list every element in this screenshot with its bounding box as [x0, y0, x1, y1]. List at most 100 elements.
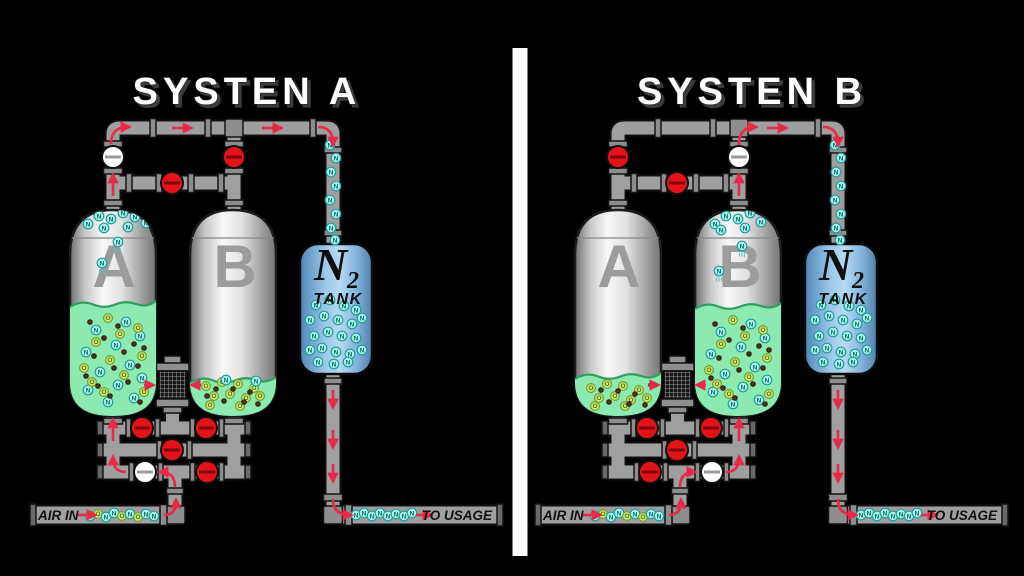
nitrogen-letter: N: [899, 511, 904, 518]
valve-row3-left[interactable]: [133, 460, 157, 484]
valve-crossover[interactable]: [160, 171, 184, 195]
oxygen-letter: O: [596, 395, 601, 402]
impurity-dot: [247, 389, 253, 395]
nitrogen-letter: N: [329, 225, 334, 232]
nitrogen-molecule: [112, 236, 124, 248]
nitrogen-letter: N: [144, 511, 149, 518]
nitrogen-molecule: [830, 222, 842, 234]
valve-row1-left[interactable]: [635, 416, 659, 440]
nitrogen-letter: N: [833, 197, 838, 204]
valve-row3-left[interactable]: [638, 460, 662, 484]
valve-top-left[interactable]: [101, 145, 125, 169]
valve-top-left[interactable]: [606, 145, 630, 169]
nitrogen-letter: N: [719, 227, 724, 234]
valve-row1-right[interactable]: [194, 416, 218, 440]
valve-row1-right[interactable]: [699, 416, 723, 440]
impurity-dot: [766, 347, 772, 353]
nitrogen-letter: N: [839, 155, 844, 162]
oxygen-molecule: [764, 389, 775, 400]
oxygen-letter: O: [141, 389, 146, 396]
nitrogen-letter: N: [140, 375, 145, 382]
impurity-dot: [141, 345, 147, 351]
oxygen-molecule: [704, 365, 715, 376]
nitrogen-letter: N: [316, 359, 321, 366]
oxygen-molecule: [617, 381, 628, 392]
impurity-dot: [87, 319, 93, 325]
nitrogen-molecule: [713, 265, 725, 277]
oxygen-molecule: [730, 357, 741, 368]
oxygen-letter: O: [117, 331, 122, 338]
nitrogen-letter: N: [819, 302, 824, 309]
nitrogen-molecule: [736, 240, 748, 252]
nitrogen-molecule: [350, 332, 362, 344]
nitrogen-molecule: [350, 304, 362, 316]
oxygen-letter: O: [718, 341, 723, 348]
nitrogen-letter: N: [128, 362, 133, 369]
oxygen-molecule: [744, 372, 755, 383]
impurity-dot: [615, 388, 621, 394]
nitrogen-letter: N: [633, 511, 638, 518]
nitrogen-molecule: [861, 312, 873, 324]
valve-top-right[interactable]: [727, 145, 751, 169]
oxygen-molecule: [601, 379, 612, 390]
n2-subscript: 2: [851, 268, 864, 294]
nitrogen-molecule: [328, 358, 340, 370]
oxygen-letter: O: [730, 317, 735, 324]
valve-row1-left[interactable]: [130, 416, 154, 440]
nitrogen-letter: N: [859, 307, 864, 314]
nitrogen-molecule: [809, 314, 821, 326]
impurity-dot: [121, 349, 127, 355]
valve-crossover[interactable]: [665, 171, 689, 195]
valve-row3-right[interactable]: [195, 460, 219, 484]
n2-subscript: 2: [346, 268, 359, 294]
nitrogen-letter: N: [138, 333, 143, 340]
nitrogen-letter: N: [817, 333, 822, 340]
valve-row2-center[interactable]: [665, 438, 689, 462]
nitrogen-letter: N: [838, 237, 843, 244]
impurity-dot: [131, 341, 137, 347]
valve-row3-right[interactable]: [700, 460, 724, 484]
nitrogen-letter: N: [711, 389, 716, 396]
nitrogen-molecule: [316, 342, 328, 354]
nitrogen-letter: N: [109, 216, 114, 223]
impurity-dot: [712, 321, 718, 327]
oxygen-letter: O: [624, 513, 629, 520]
oxygen-letter: O: [636, 387, 641, 394]
nitrogen-letter: N: [915, 510, 920, 517]
system-a-title: SYSTEN A: [133, 71, 362, 113]
oxygen-molecule: [118, 370, 129, 381]
oxygen-letter: O: [257, 393, 262, 400]
nitrogen-molecule: [96, 257, 108, 269]
valve-top-right[interactable]: [222, 145, 246, 169]
impurity-dot: [716, 355, 722, 361]
n2-symbol: N: [818, 239, 854, 290]
nitrogen-letter: N: [859, 335, 864, 342]
nitrogen-letter: N: [723, 371, 728, 378]
oxygen-molecule: [762, 353, 773, 364]
oxygen-letter: O: [135, 514, 140, 521]
oxygen-letter: O: [105, 315, 110, 322]
nitrogen-letter: N: [346, 359, 351, 366]
impurity-dot: [746, 351, 752, 357]
oxygen-letter: O: [89, 379, 94, 386]
oxygen-letter: O: [644, 395, 649, 402]
nitrogen-molecule: [112, 379, 124, 391]
nitrogen-letter: N: [100, 260, 105, 267]
nitrogen-letter: N: [98, 369, 103, 376]
nitrogen-letter: N: [354, 335, 359, 342]
nitrogen-molecule: [835, 180, 847, 192]
oxygen-molecule: [233, 379, 244, 390]
nitrogen-letter: N: [152, 513, 157, 520]
oxygen-molecule: [716, 339, 727, 350]
nitrogen-letter: N: [736, 216, 741, 223]
oxygen-molecule: [255, 391, 266, 402]
impurity-dot: [750, 381, 756, 387]
nitrogen-molecule: [250, 375, 262, 387]
n2-symbol: N: [313, 239, 349, 290]
valve-row2-center[interactable]: [160, 438, 184, 462]
oxygen-molecule: [90, 337, 101, 348]
nitrogen-letter: N: [334, 155, 339, 162]
